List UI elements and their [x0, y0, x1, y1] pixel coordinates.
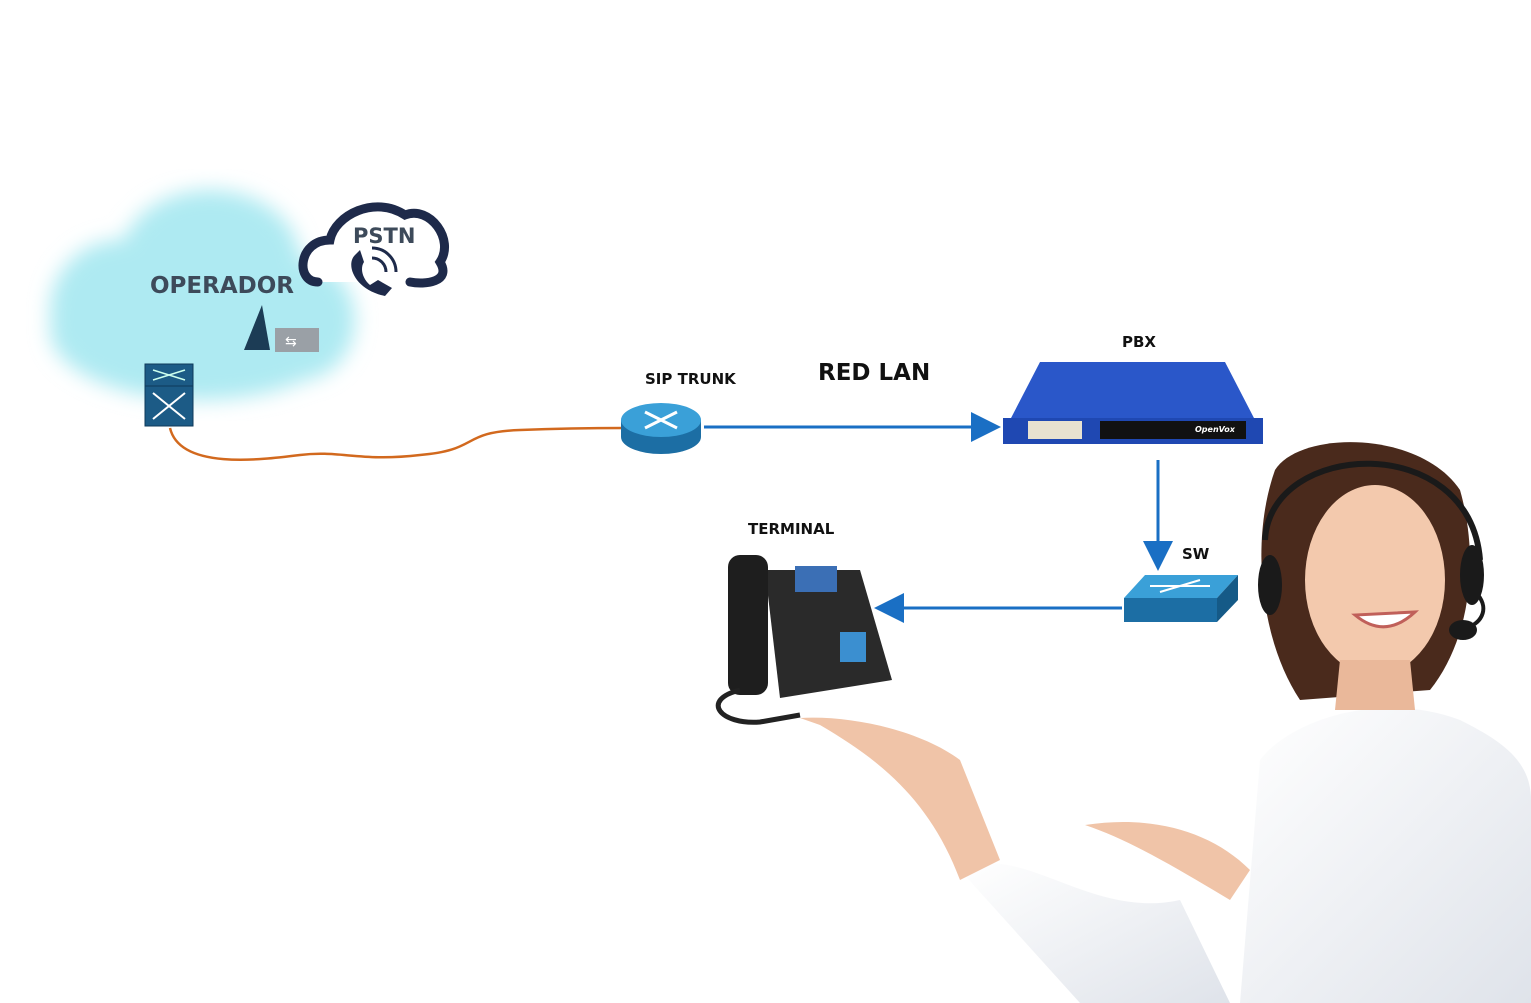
ip-phone-icon	[715, 555, 892, 725]
sip-trunk-router-icon	[621, 403, 701, 454]
pstn-cloud-icon	[298, 202, 449, 296]
pbx-device-icon	[1003, 362, 1263, 444]
switch-icon	[1124, 575, 1238, 622]
sw-label: SW	[1182, 545, 1210, 563]
terminal-label: TERMINAL	[748, 520, 835, 538]
pbx-label: PBX	[1122, 333, 1156, 351]
pstn-label: PSTN	[353, 224, 416, 248]
trunk-cable	[168, 426, 626, 461]
agent-woman-image	[800, 442, 1531, 1003]
svg-text:⇆: ⇆	[285, 334, 297, 350]
operador-label: OPERADOR	[150, 273, 294, 299]
operador-cloud	[50, 190, 355, 400]
pbx-brand: OpenVox	[1195, 425, 1235, 434]
carrier-switch-icon	[144, 363, 194, 427]
red-lan-label: RED LAN	[818, 360, 931, 386]
gateway-icon: ⇆	[244, 305, 319, 352]
sip-trunk-label: SIP TRUNK	[645, 370, 736, 388]
